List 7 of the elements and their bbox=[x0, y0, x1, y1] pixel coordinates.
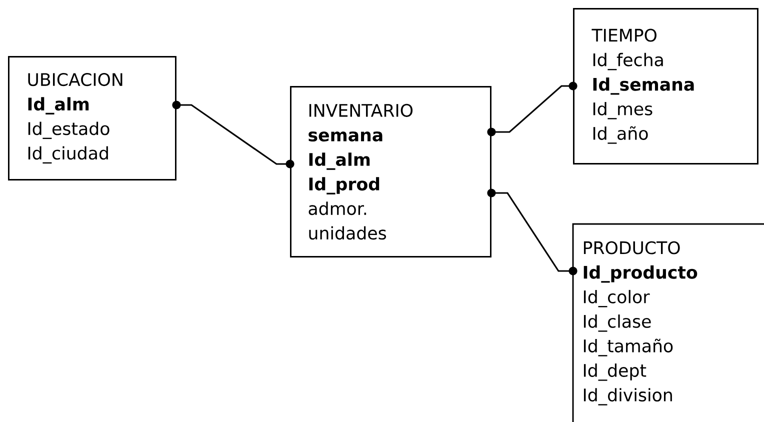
connector bbox=[487, 82, 578, 136]
table-box: PRODUCTO Id_producto Id_color Id_clase Id_tamaño Id_dept Id_division bbox=[572, 223, 764, 422]
connector bbox=[172, 100, 294, 168]
table-box: TIEMPO Id_fecha Id_semana Id_mes Id_año bbox=[573, 8, 758, 164]
table-box: UBICACION Id_alm Id_estado Id_ciudad bbox=[8, 56, 176, 180]
table-box: INVENTARIO semana Id_alm Id_prod admor. unidades bbox=[290, 86, 492, 258]
connector bbox=[487, 188, 578, 276]
